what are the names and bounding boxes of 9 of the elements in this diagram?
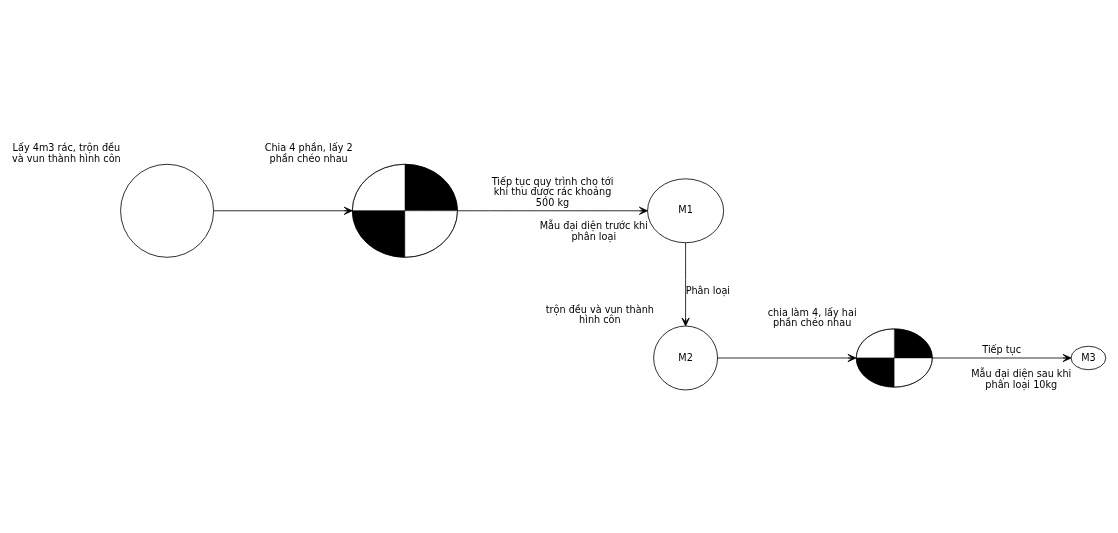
- node-label: trộn đều và vun thành hình côn: [545, 303, 654, 325]
- edge-label: Tiếp tục quy trình cho tới khi thu được rác khoảng 500 kg: [491, 175, 614, 208]
- node-label: Chia 4 phần, lấy 2 phần chéo nhau: [264, 141, 353, 164]
- node-label: Mẫu đại diện sau khi phân loại 10kg: [971, 368, 1072, 390]
- node-label: chia làm 4, lấy hai phần chéo nhau: [767, 306, 857, 328]
- edge-label: Tiếp tục: [982, 343, 1022, 355]
- node-label: Mẫu đại diện trước khi phân loại: [539, 219, 648, 242]
- edge-label: Phân loại: [685, 284, 731, 296]
- node-label: Lấy 4m3 rác, trộn đều và vun thành hình côn: [12, 141, 121, 164]
